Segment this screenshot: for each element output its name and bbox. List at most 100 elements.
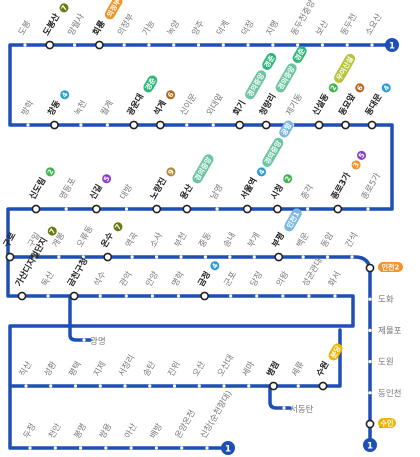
station[interactable]: 명학 bbox=[170, 269, 187, 298]
station[interactable]: 배방 bbox=[148, 421, 165, 450]
station[interactable]: 천안 bbox=[46, 421, 64, 450]
station[interactable]: 지행 bbox=[264, 18, 281, 47]
station[interactable]: 오산 bbox=[190, 359, 208, 388]
station[interactable]: 군포 bbox=[223, 270, 240, 298]
station[interactable]: 양주 bbox=[190, 18, 207, 47]
station[interactable]: 직산 bbox=[17, 359, 35, 388]
station[interactable]: 도봉 bbox=[17, 19, 34, 47]
station[interactable]: 오류동 bbox=[75, 224, 96, 259]
station[interactable]: 월계 bbox=[98, 98, 116, 127]
station[interactable]: 동암 bbox=[319, 230, 336, 259]
svg-text:2: 2 bbox=[329, 84, 338, 92]
station[interactable]: 가능 bbox=[141, 19, 158, 47]
station[interactable]: 주안인천2 bbox=[365, 262, 403, 274]
station[interactable]: 종로5가 bbox=[360, 171, 383, 211]
station[interactable]: 평택 bbox=[67, 359, 84, 388]
station[interactable]: 화서 bbox=[327, 270, 343, 298]
transfer-badge: 6 bbox=[355, 83, 365, 93]
station[interactable]: 도원 bbox=[368, 358, 394, 368]
station[interactable]: 광명 bbox=[82, 336, 106, 347]
station[interactable]: 동두천 bbox=[338, 12, 360, 47]
station[interactable]: 신이문 bbox=[178, 92, 199, 127]
station-label: 진위 bbox=[166, 359, 183, 378]
station[interactable]: 덕계 bbox=[214, 18, 232, 47]
station[interactable]: 관악 bbox=[117, 269, 135, 298]
station[interactable]: 외대앞 bbox=[204, 92, 226, 127]
station[interactable]: 당정 bbox=[248, 269, 265, 298]
station[interactable]: 소요산 bbox=[363, 12, 384, 47]
station[interactable]: 쌍용 bbox=[97, 421, 114, 450]
station[interactable]: 제물포 bbox=[368, 326, 402, 336]
station[interactable]: 송내 bbox=[222, 231, 238, 259]
station[interactable]: 부개 bbox=[245, 230, 263, 259]
station[interactable]: 서정리 bbox=[116, 353, 137, 388]
station[interactable]: 신길5 bbox=[87, 173, 112, 214]
station[interactable]: 대방 bbox=[118, 182, 135, 211]
station[interactable]: 성균관대 bbox=[300, 256, 325, 298]
station[interactable]: 덕정 bbox=[239, 18, 256, 47]
station[interactable]: 시청2 bbox=[269, 173, 294, 214]
station[interactable]: 백운 bbox=[294, 230, 312, 259]
station[interactable]: 성환 bbox=[42, 359, 59, 388]
station[interactable]: 동두천중앙 bbox=[289, 0, 318, 47]
station[interactable]: 녹천 bbox=[72, 98, 89, 127]
station[interactable]: 오산대 bbox=[215, 353, 236, 388]
station-label: 신도림 bbox=[27, 176, 48, 202]
station[interactable]: 금천구청 bbox=[65, 256, 90, 301]
station[interactable]: 세마 bbox=[241, 360, 258, 388]
station-label: 당정 bbox=[248, 269, 265, 288]
station[interactable]: 의왕 bbox=[274, 269, 291, 298]
station[interactable]: 중동 bbox=[197, 231, 214, 259]
station[interactable]: 역곡 bbox=[123, 230, 141, 259]
station[interactable]: 석수 bbox=[91, 269, 109, 298]
station[interactable]: 지제 bbox=[92, 360, 109, 388]
station[interactable]: 부천 bbox=[172, 230, 189, 259]
station[interactable]: 아산 bbox=[122, 421, 140, 450]
station-label: 신길 bbox=[87, 182, 104, 201]
station[interactable]: 신창(순천향대) bbox=[198, 389, 234, 450]
station[interactable]: 석계6 bbox=[151, 89, 176, 130]
transfer-badge: 3 bbox=[351, 160, 361, 170]
station[interactable]: 세류 bbox=[290, 360, 307, 388]
station[interactable]: 종각 bbox=[299, 182, 316, 211]
station[interactable]: 안양 bbox=[143, 269, 161, 298]
station[interactable]: 망월사 bbox=[66, 12, 87, 47]
station[interactable]: 두정 bbox=[21, 421, 38, 450]
station-label: 의왕 bbox=[274, 269, 291, 288]
station[interactable]: 소사 bbox=[149, 231, 166, 259]
station[interactable]: 녹양 bbox=[165, 18, 182, 47]
station[interactable]: 온양온천 bbox=[173, 408, 198, 450]
station[interactable]: 금정4 bbox=[196, 260, 221, 301]
station[interactable]: 남영 bbox=[208, 182, 226, 211]
station[interactable]: 온수7 bbox=[100, 221, 124, 262]
station[interactable]: 서동탄 bbox=[282, 404, 314, 415]
station[interactable]: 봉명 bbox=[72, 421, 89, 450]
station[interactable]: 영등포 bbox=[57, 176, 79, 211]
station[interactable]: 창동4 bbox=[46, 89, 71, 130]
station[interactable]: 간석 bbox=[343, 230, 360, 259]
station[interactable]: 방학 bbox=[19, 98, 37, 127]
station[interactable]: 진위 bbox=[166, 359, 183, 388]
station[interactable]: 동인천 bbox=[368, 388, 401, 399]
station[interactable]: 송탄 bbox=[141, 359, 158, 388]
station[interactable]: 도화 bbox=[368, 295, 394, 305]
station[interactable]: 독산 bbox=[39, 269, 57, 298]
station-label: 도화 bbox=[378, 295, 394, 305]
station[interactable]: 의정부 bbox=[115, 12, 137, 47]
station[interactable]: 보산 bbox=[314, 18, 331, 47]
